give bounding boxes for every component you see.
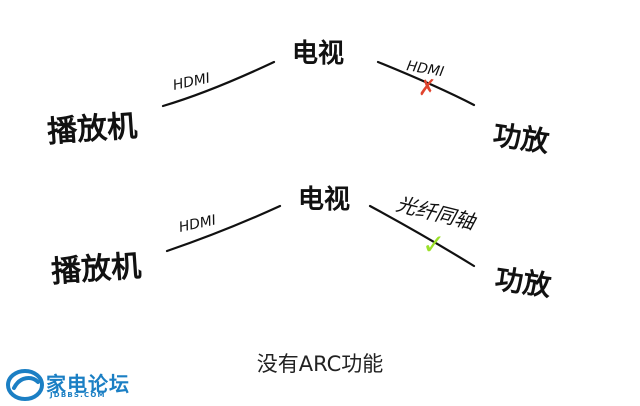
bottom-player-label: 播放机 (50, 249, 142, 290)
diagram-top: 播放机 HDMI 电视 HDMI ✗ 功放 (46, 39, 552, 159)
bottom-right-cable (368, 204, 476, 268)
diagram-caption: 没有ARC功能 (256, 352, 384, 376)
top-left-link-label: HDMI (172, 70, 212, 93)
bottom-check-mark: ✓ (422, 228, 445, 261)
top-right-link-label: HDMI (405, 58, 445, 80)
bottom-tv-label: 电视 (298, 185, 350, 215)
logo-url: JDBBS.COM (50, 391, 106, 399)
site-logo[interactable]: 家电论坛 JDBBS.COM (6, 368, 156, 402)
diagram-bottom: 播放机 HDMI 电视 光纤同轴 ✓ 功放 (50, 185, 554, 303)
logo-name: 家电论坛 (46, 372, 130, 396)
bottom-left-link-label: HDMI (178, 212, 218, 235)
bottom-left-cable (165, 204, 282, 253)
top-amp-label: 功放 (491, 118, 552, 159)
top-tv-label: 电视 (292, 39, 344, 69)
top-left-cable (161, 60, 276, 108)
top-right-cable (376, 60, 476, 107)
bottom-amp-label: 功放 (493, 262, 554, 303)
forum-logo-icon (6, 369, 44, 401)
top-player-label: 播放机 (46, 109, 138, 150)
top-cross-mark: ✗ (418, 76, 436, 101)
